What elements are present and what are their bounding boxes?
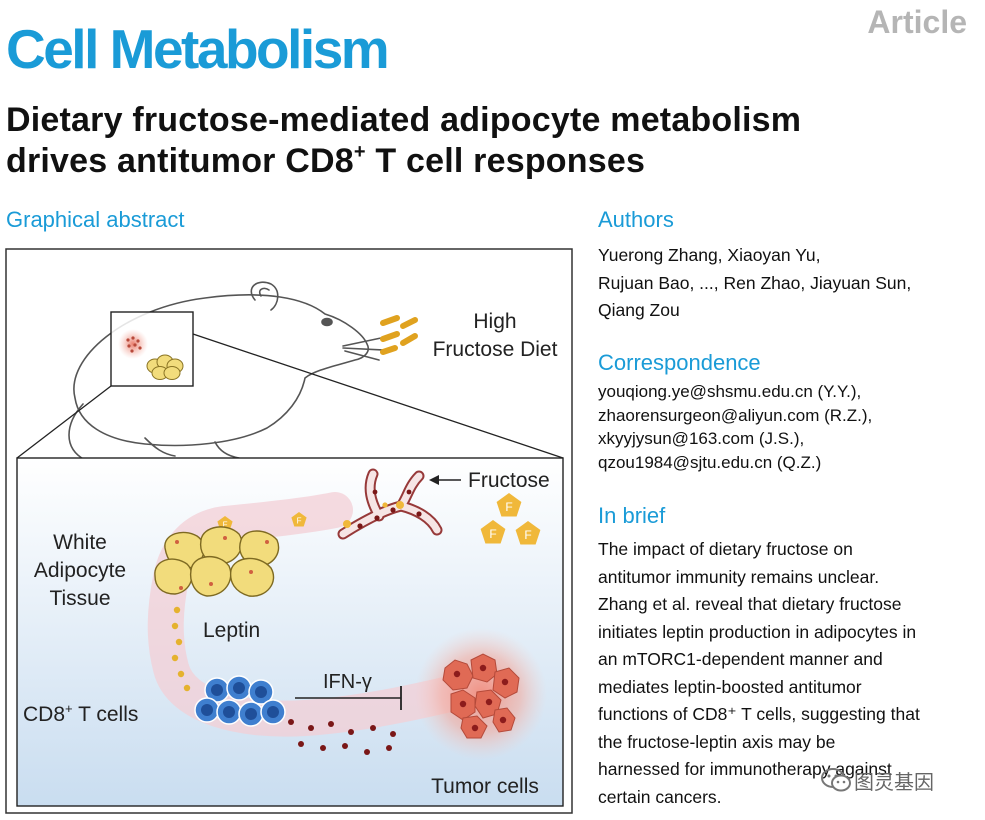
authors-heading: Authors [598, 207, 674, 232]
watermark: 图灵基因 [820, 764, 960, 794]
in-brief-line: The impact of dietary fructose on [598, 539, 853, 559]
in-brief-line: antitumor immunity remains unclear. [598, 566, 880, 587]
in-brief-heading: In brief [598, 503, 666, 528]
ifn-gamma-dots [288, 719, 396, 755]
in-brief-line: functions of CD8⁺ T cells, suggesting th… [598, 704, 920, 724]
wat-label-line-1: White [53, 531, 107, 554]
title-line-2-end: T cell responses [365, 141, 646, 180]
article-type-label: Article [867, 4, 967, 40]
fructose-letter: F [223, 521, 228, 530]
tumor-cells-label: Tumor cells [431, 775, 539, 798]
pathway-band [147, 492, 493, 737]
ifn-gamma-label: IFN-γ [323, 671, 372, 693]
article-title: Dietary fructose-mediated adipocyte meta… [6, 100, 966, 182]
fructose-letter: F [489, 527, 496, 541]
fructose-label: Fructose [468, 469, 550, 492]
leptin-dots [171, 606, 191, 692]
diet-label-line-2: Fructose Diet [433, 338, 558, 361]
in-brief-line: an mTORC1-dependent manner and [598, 649, 883, 669]
cd8-label-sup: + [65, 701, 73, 716]
in-brief-line: initiates leptin production in adipocyte… [598, 621, 917, 642]
in-brief-line: certain cancers. [598, 786, 722, 807]
title-line-2-start: drives antitumor CD8 [6, 141, 354, 180]
graphical-abstract-heading: Graphical abstract [6, 207, 185, 232]
cd8-label-post: T cells [73, 703, 139, 726]
correspondence-email[interactable]: qzou1984@sjtu.edu.cn (Q.Z.) [598, 452, 822, 472]
wat-label-line-3: Tissue [49, 587, 110, 610]
fructose-letter: F [505, 500, 512, 514]
in-brief-line: Zhang et al. reveal that dietary fructos… [598, 594, 902, 614]
authors-line: Qiang Zou [598, 300, 680, 320]
wechat-logo-icon [821, 768, 851, 792]
t-cell-icon [194, 675, 286, 727]
fructose-letter: F [297, 517, 302, 526]
adipocyte-icon [154, 526, 280, 597]
watermark-text: 图灵基因 [854, 772, 934, 794]
adipocyte-small-icon [146, 354, 184, 380]
cd8-t-cells-label: CD8+ T cells [23, 701, 138, 726]
diet-label-line-1: High [473, 310, 516, 333]
correspondence-list: youqiong.ye@shsmu.edu.cn (Y.Y.), zhaoren… [598, 380, 872, 474]
authors-line: Rujuan Bao, ..., Ren Zhao, Jiayuan Sun, [598, 272, 912, 293]
fructose-molecule-icon: F F F [480, 493, 541, 545]
in-brief-text: The impact of dietary fructose on antitu… [598, 536, 920, 811]
fructose-pellet-icon [380, 315, 418, 355]
leptin-label: Leptin [203, 619, 260, 642]
tumor-spot-icon [118, 329, 148, 359]
wat-label-line-2: Adipocyte [34, 559, 126, 582]
correspondence-email[interactable]: zhaorensurgeon@aliyun.com (R.Z.), [598, 405, 873, 425]
correspondence-heading: Correspondence [598, 350, 761, 375]
correspondence-email[interactable]: youqiong.ye@shsmu.edu.cn (Y.Y.), [598, 382, 862, 401]
in-brief-line: mediates leptin-boosted antitumor [598, 676, 862, 697]
graphical-abstract: High Fructose Diet Fructose F F F [5, 248, 573, 814]
blood-vessel-icon [337, 468, 443, 540]
authors-list: Yuerong Zhang, Xiaoyan Yu, Rujuan Bao, .… [598, 242, 911, 325]
authors-line: Yuerong Zhang, Xiaoyan Yu, [598, 245, 821, 265]
fructose-letter: F [524, 528, 531, 542]
cd8-label-base: CD8 [23, 703, 65, 726]
title-superscript: + [353, 140, 366, 163]
correspondence-email[interactable]: xkyyjysun@163.com (J.S.), [598, 429, 805, 448]
in-brief-line: the fructose-leptin axis may be [598, 731, 836, 752]
journal-name: Cell Metabolism [6, 18, 390, 80]
title-line-1: Dietary fructose-mediated adipocyte meta… [6, 101, 802, 139]
in-brief-line: harnessed for immunotherapy against [598, 759, 892, 779]
